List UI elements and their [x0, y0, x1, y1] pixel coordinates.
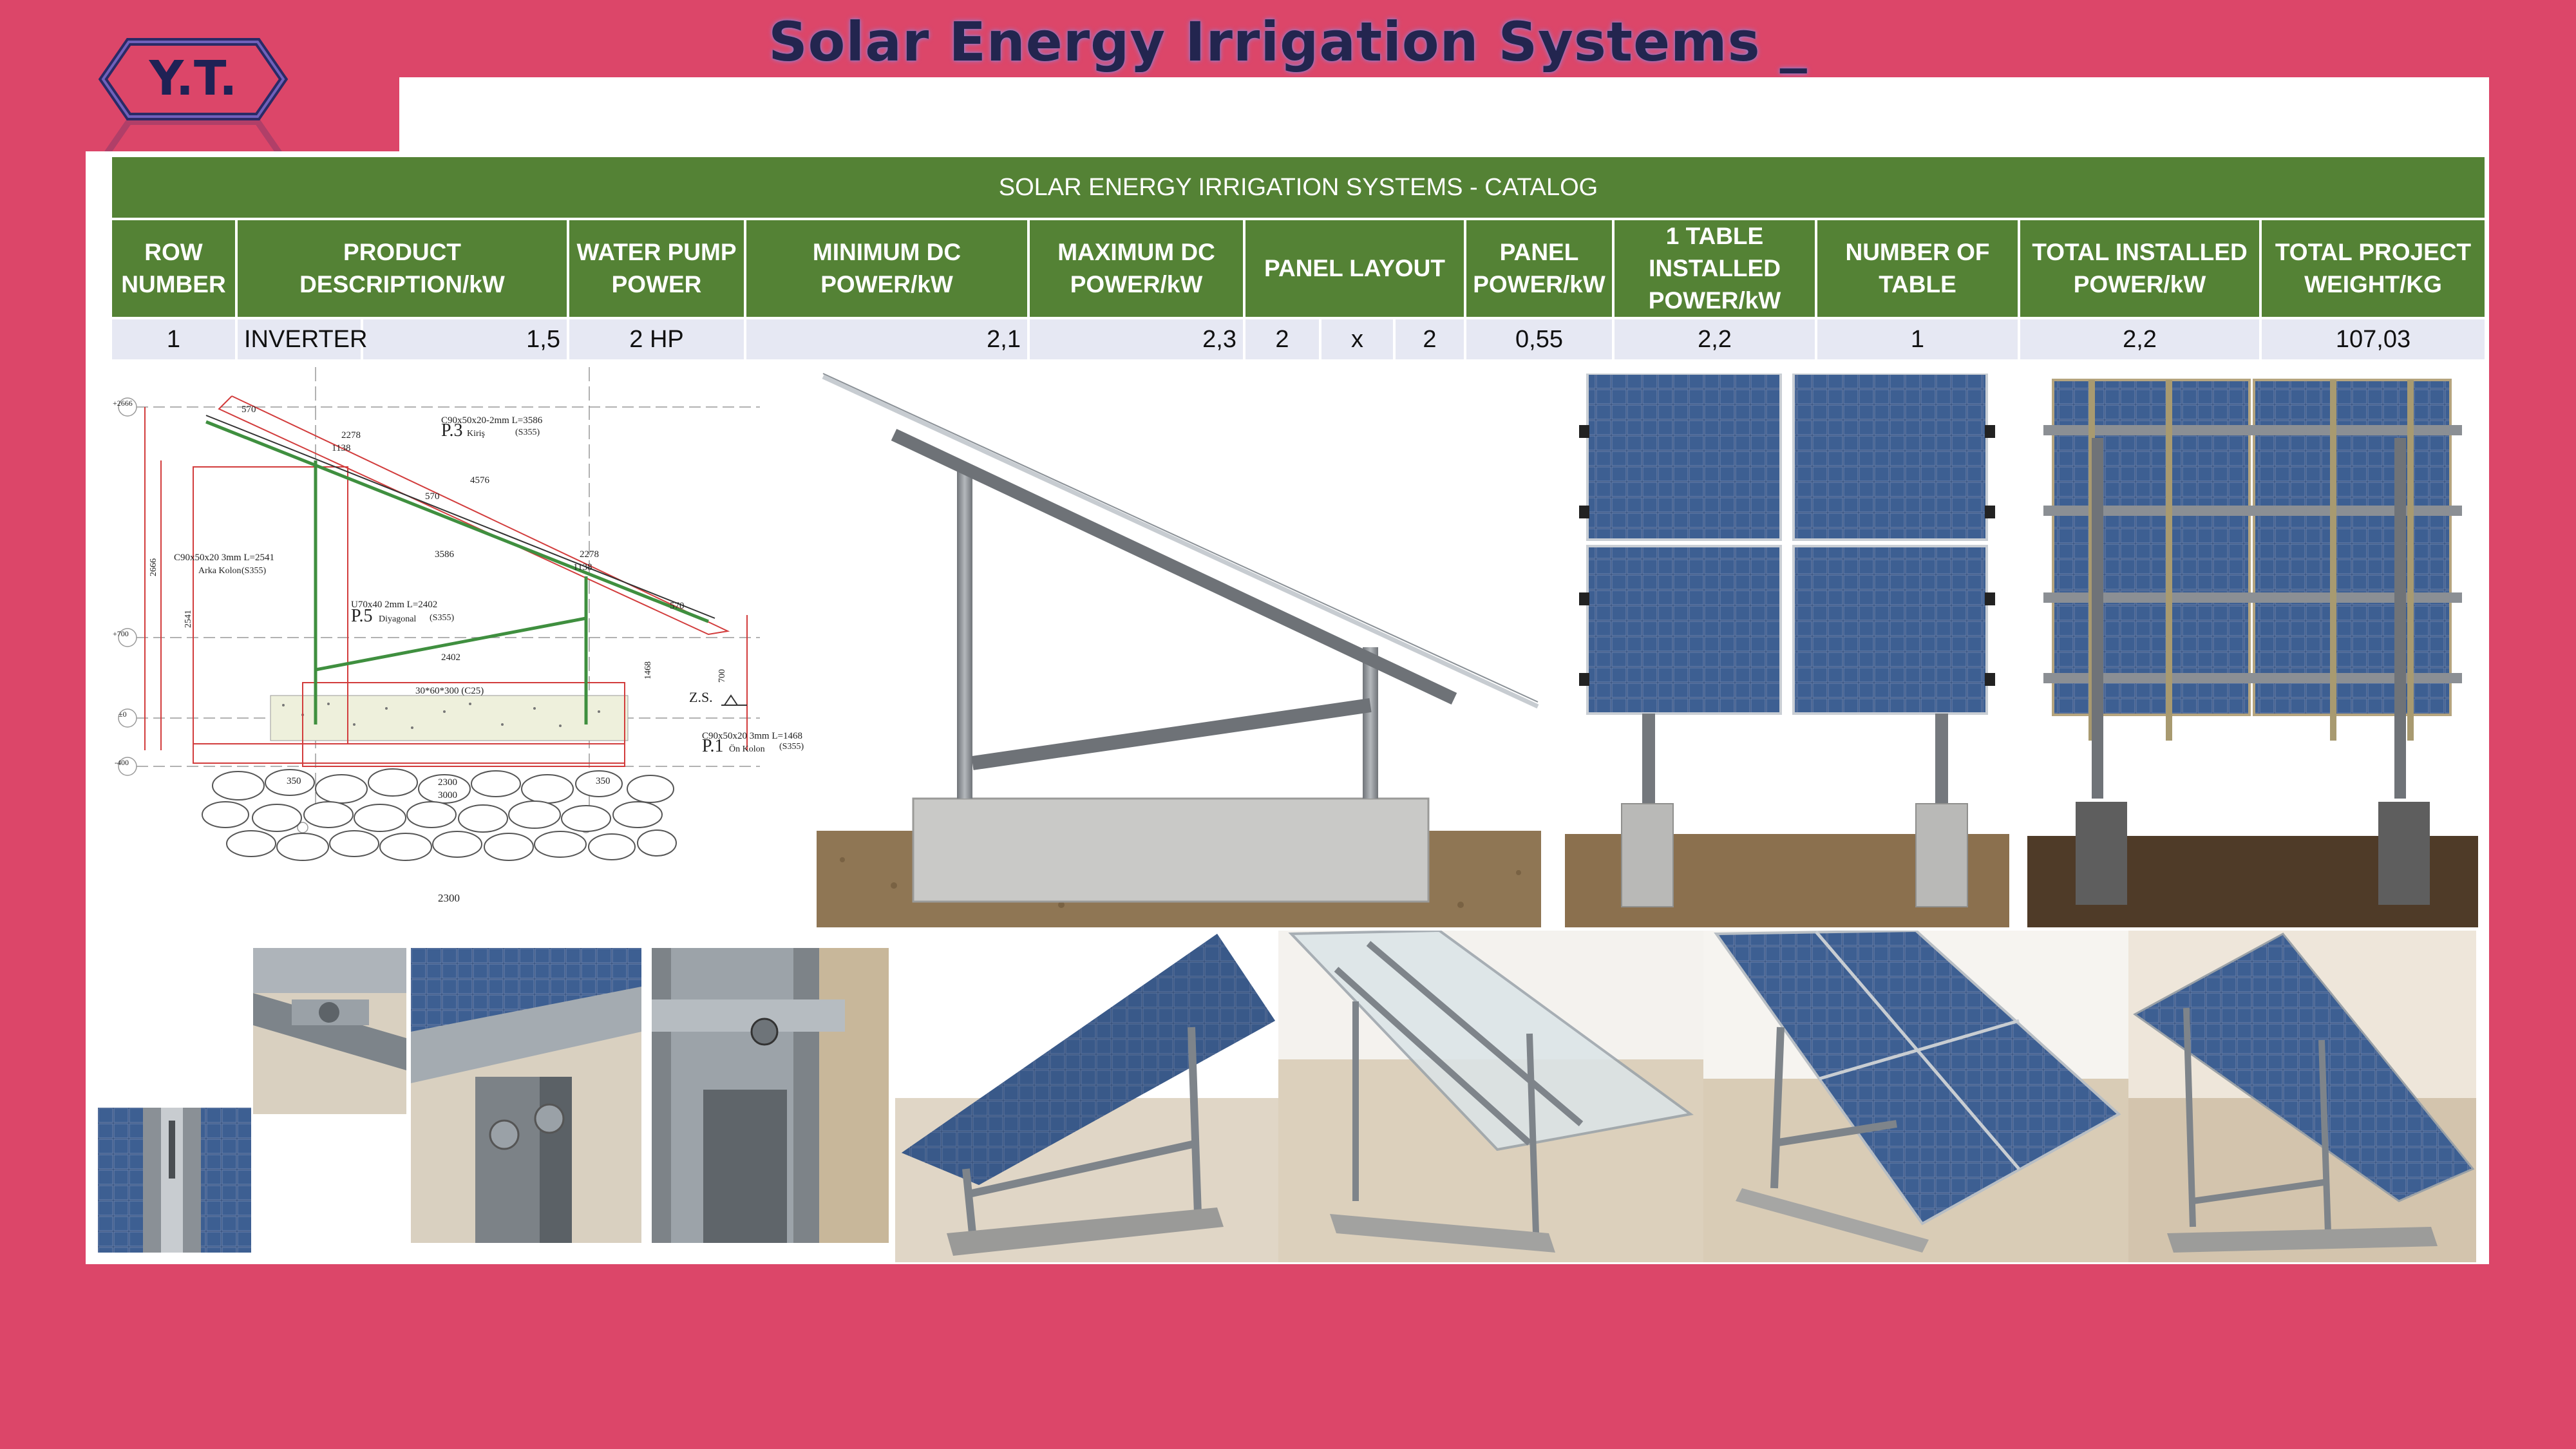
table-row: 1 INVERTER 1,5 2 HP 2,1 2,3 2 x 2 0,55 2…: [109, 317, 2487, 362]
label-zs: Z.S.: [689, 689, 713, 705]
level-0: ±0: [118, 710, 127, 719]
clamp-detail-photo: [253, 948, 406, 1114]
label-p1-spec: C90x50x20 3mm L=1468: [702, 731, 802, 741]
dim-2278-a: 2278: [341, 430, 361, 440]
side-view-render: [817, 373, 1541, 927]
header-max-dc-power: MAXIMUM DC POWER/kW: [1027, 218, 1245, 319]
table-caption: SOLAR ENERGY IRRIGATION SYSTEMS - CATALO…: [109, 155, 2487, 220]
sheet-top: [399, 77, 2489, 155]
cell-product: INVERTER: [235, 317, 367, 362]
dim-570-c: 570: [670, 601, 685, 611]
label-p3-name: Kiriş: [467, 429, 485, 439]
dim-2278-b: 2278: [580, 549, 599, 560]
perspective-render-2: [1278, 931, 1703, 1262]
label-p3-grade: (S355): [515, 428, 540, 437]
label-p5-grade: (S355): [430, 613, 454, 623]
dim-570-b: 570: [425, 491, 440, 502]
cell-max-dc: 2,3: [1027, 317, 1245, 362]
cell-min-dc: 2,1: [744, 317, 1030, 362]
dim-570-a: 570: [242, 404, 256, 415]
cell-layout-b: 2: [1393, 317, 1466, 362]
rail-detail-photo: [98, 1108, 251, 1253]
label-p3: P.3: [441, 421, 462, 440]
header-number-of-table: NUMBER OF TABLE: [1815, 218, 2020, 319]
dim-2402: 2402: [441, 652, 460, 663]
label-p1: P.1: [702, 736, 723, 756]
perspective-render-4: [2128, 931, 2476, 1262]
page-title: Solar Energy Irrigation Systems _ Catalo…: [768, 10, 1808, 144]
header-panel-layout: PANEL LAYOUT: [1243, 218, 1466, 319]
label-p5: P.5: [351, 606, 372, 626]
dim-1138-a: 1138: [332, 443, 350, 453]
dim-350-a: 350: [287, 776, 301, 786]
header-table-installed-power: 1 TABLE INSTALLED POWER/kW: [1612, 218, 1817, 319]
dim-1468: 1468: [643, 661, 653, 679]
logo-text: Y.T.: [149, 51, 238, 106]
label-rear-spec: C90x50x20 3mm L=2541: [174, 553, 274, 563]
header-total-project-weight: TOTAL PROJECT WEIGHT/KG: [2259, 218, 2487, 319]
cell-product-kw: 1,5: [361, 317, 569, 362]
cell-row-number: 1: [109, 317, 238, 362]
label-p5-name: Diyagonal: [379, 614, 416, 624]
cell-number-of-table: 1: [1815, 317, 2020, 362]
dim-2666: 2666: [149, 558, 158, 576]
dim-700: 700: [717, 669, 727, 683]
header-min-dc-power: MINIMUM DC POWER/kW: [744, 218, 1030, 319]
label-rear-grade: (S355): [242, 566, 266, 576]
cell-layout-x: x: [1319, 317, 1396, 362]
cell-table-power: 2,2: [1612, 317, 1817, 362]
dim-3586: 3586: [435, 549, 455, 560]
label-rear-name: Arka Kolon: [198, 566, 242, 576]
cell-total-installed: 2,2: [2018, 317, 2262, 362]
label-p1-name: Ön Kolon: [729, 743, 765, 754]
dim-2300-a: 2300: [438, 777, 457, 788]
cell-panel-power: 0,55: [1464, 317, 1615, 362]
header-product-description: PRODUCT DESCRIPTION/kW: [235, 218, 569, 319]
dim-4576: 4576: [470, 475, 490, 486]
dim-1138-b: 1138: [573, 562, 592, 573]
catalog-table: SOLAR ENERGY IRRIGATION SYSTEMS - CATALO…: [109, 155, 2487, 362]
header-row-number: ROW NUMBER: [109, 218, 238, 319]
label-footing: 30*60*300 (C25): [415, 686, 484, 696]
perspective-render-1: [895, 931, 1278, 1262]
cell-layout-a: 2: [1243, 317, 1321, 362]
bolt-detail-photo: [411, 948, 641, 1243]
level-400: -400: [115, 758, 129, 767]
cell-total-weight: 107,03: [2259, 317, 2487, 362]
header-water-pump-power: WATER PUMP POWER: [567, 218, 746, 319]
yt-logo: Y.T.: [98, 38, 289, 151]
dim-2300-b: 2300: [438, 892, 460, 904]
rear-view-render: [2027, 379, 2478, 927]
label-p1-grade: (S355): [779, 742, 804, 752]
label-p5-spec: U70x40 2mm L=2402: [351, 600, 437, 610]
header-panel-power: PANEL POWER/kW: [1464, 218, 1615, 319]
dim-2541: 2541: [184, 610, 193, 628]
perspective-render-3: [1703, 931, 2128, 1262]
header-total-installed-power: TOTAL INSTALLED POWER/kW: [2018, 218, 2262, 319]
label-p3-spec: C90x50x20-2mm L=3586: [441, 415, 543, 426]
technical-drawing: P.3 Kiriş C90x50x20-2mm L=3586 (S355) P.…: [113, 367, 804, 904]
level-700: +700: [113, 629, 129, 638]
level-2666: +2666: [113, 399, 133, 408]
cell-water-pump-power: 2 HP: [567, 317, 746, 362]
dim-3000: 3000: [438, 790, 457, 800]
dim-350-b: 350: [596, 776, 611, 786]
column-detail-photo: [652, 948, 889, 1243]
front-view-render: [1565, 374, 2009, 927]
